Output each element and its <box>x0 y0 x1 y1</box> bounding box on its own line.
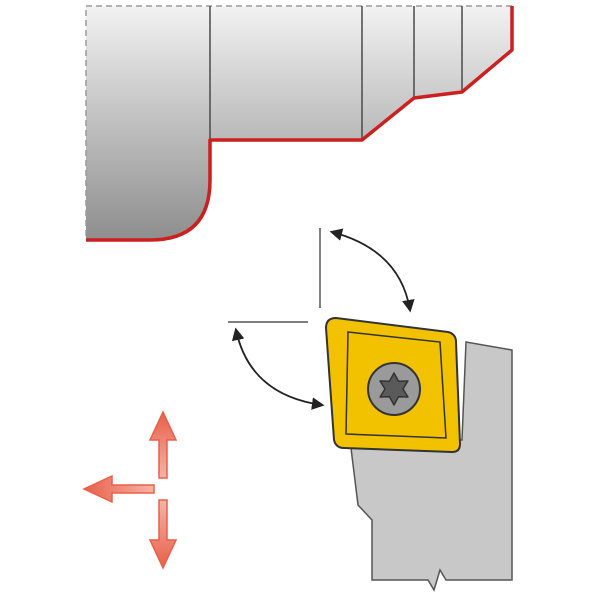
arrow-up-icon <box>148 410 178 479</box>
insert-inner-chamfer <box>345 331 447 439</box>
arrow-left-icon <box>82 474 155 504</box>
workpiece <box>85 5 514 242</box>
torx-screw-icon <box>367 362 421 416</box>
torx-socket <box>379 372 409 406</box>
workpiece-dashed-outline <box>85 5 512 240</box>
angle-arc-upper <box>329 228 415 313</box>
cutting-insert <box>324 316 462 454</box>
feed-direction-arrows <box>82 410 178 570</box>
machined-profile-edge <box>86 6 514 242</box>
tool-holder <box>349 341 513 592</box>
angle-arc-lower <box>231 327 325 410</box>
arrow-down-icon <box>148 499 178 570</box>
workpiece-body <box>86 6 512 240</box>
